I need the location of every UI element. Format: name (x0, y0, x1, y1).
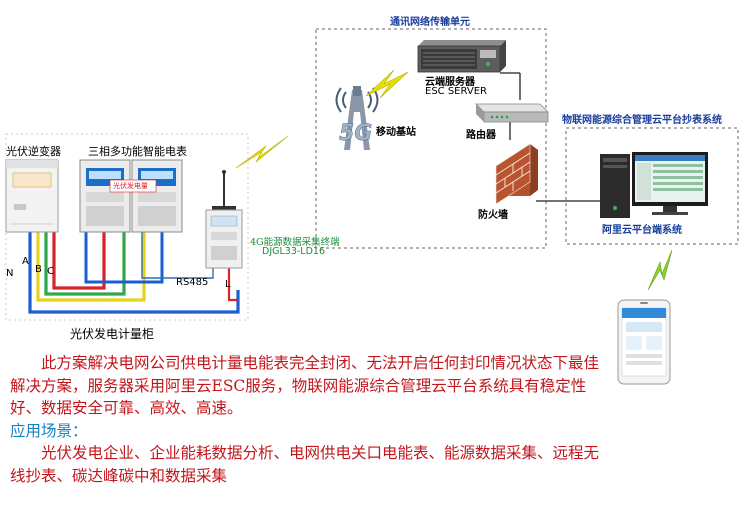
wire-a-label: A (22, 256, 29, 267)
esc-server-label: ESC SERVER (425, 86, 488, 97)
cabinet-outline (5, 133, 249, 321)
wire-l-label: L (225, 279, 231, 290)
meter-sticker (109, 179, 157, 193)
wire-c-label: C (47, 266, 54, 277)
cabinet-wiring (28, 232, 240, 314)
rs485-line (141, 232, 214, 279)
wire-n-label: N (6, 268, 14, 279)
comm-unit-label: 通讯网络传输单元 (390, 17, 470, 28)
firewall-label: 防火墙 (478, 210, 508, 221)
rs485-label: RS485 (176, 277, 209, 288)
terminal-model-label: DJGL33-LD16 (262, 246, 325, 257)
scene-title: 应用场景： (10, 421, 88, 440)
description-block: 此方案解决电网公司供电计量电能表完全封闭、无法开启任何封印情况状态下最佳解决方案… (10, 352, 605, 487)
router-label: 路由器 (466, 130, 496, 141)
base-station-5g: 5G (339, 121, 372, 146)
firewall-icon (495, 143, 538, 205)
meter-icon (79, 159, 131, 233)
iot-platform-label: 物联网能源综合管理云平台抄表系统 (562, 115, 722, 126)
platform-box (565, 127, 739, 245)
router-icon (475, 103, 549, 123)
scene-text: 光伏发电企业、企业能耗数据分析、电网供电关口电能表、能源数据采集、远程无线抄表、… (10, 444, 600, 485)
comm-unit-box (315, 28, 547, 249)
cloud-server-label: 云端服务器 (425, 77, 475, 88)
terminal-label: 4G能源数据采集终端 (250, 237, 340, 248)
description-paragraph: 此方案解决电网公司供电计量电能表完全封闭、无法开启任何封印情况状态下最佳解决方案… (10, 354, 600, 417)
wire-b-label: B (35, 264, 42, 275)
aliyun-platform-label: 阿里云平台端系统 (602, 225, 682, 236)
meter-sticker-label: 光伏发电量 (113, 182, 148, 190)
lightning-icon (365, 69, 409, 99)
server-icon (417, 40, 506, 73)
terminal-icon (205, 170, 243, 269)
neutral-line (84, 232, 164, 284)
lightning-icon (647, 249, 673, 291)
pv-inverter-label: 光伏逆变器 (6, 145, 61, 158)
lightning-icon (235, 135, 289, 169)
smartphone-icon (617, 299, 671, 385)
cabinet-label: 光伏发电计量柜 (70, 327, 155, 341)
desktop-computer-icon (600, 152, 708, 218)
inverter-icon (5, 159, 59, 233)
smart-meter-label: 三相多功能智能电表 (88, 145, 187, 158)
meter-icon (131, 159, 183, 233)
l-line (227, 268, 238, 302)
base-station-label: 移动基站 (376, 127, 416, 138)
